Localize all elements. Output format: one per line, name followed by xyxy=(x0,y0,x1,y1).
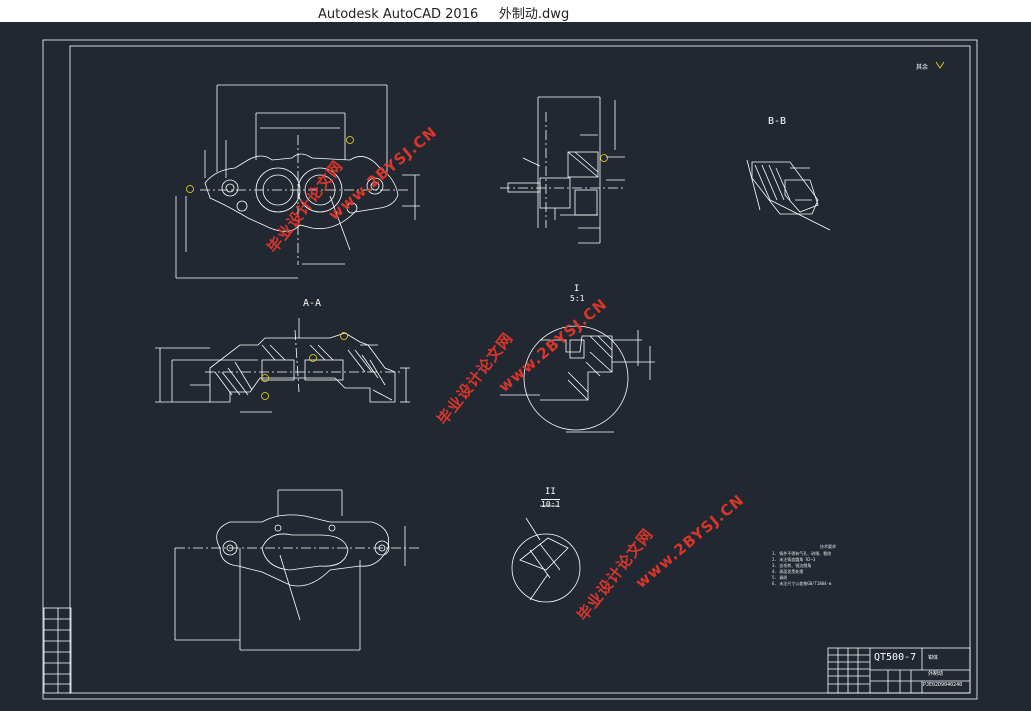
drawing-canvas[interactable]: A-A B-B I 5:1 II 10:1 其余 QT500-7 钳体 外制动 … xyxy=(0,22,1031,711)
title-block-part-name: 外制动 xyxy=(928,671,944,677)
title-block-material: QT500-7 xyxy=(874,652,917,663)
left-stamp-table xyxy=(43,607,72,694)
cad-drawing xyxy=(42,39,978,700)
detail-i-label: I xyxy=(574,284,580,294)
window-title: Autodesk AutoCAD 2016 外制动.dwg xyxy=(318,3,569,22)
yellow-markers xyxy=(186,61,945,400)
roughness-note: 其余 xyxy=(916,64,929,71)
title-block-company: 钳体 xyxy=(928,655,939,661)
tech-req-title: 技术要求 xyxy=(820,544,836,549)
tech-req-4: 4. 表面发黑处理 xyxy=(772,569,804,574)
app-title: Autodesk AutoCAD 2016 xyxy=(318,7,479,22)
title-block-drawing-no: PJE02D9040240 xyxy=(923,682,963,688)
section-aa-label: A-A xyxy=(303,298,322,309)
tech-req-2: 2. 未注铸造圆角 R2~3 xyxy=(772,557,816,562)
tech-req-6: 6. 未注尺寸公差按GB/T1804-m xyxy=(772,581,832,586)
main-view xyxy=(175,84,420,279)
detail-ii xyxy=(511,505,581,603)
section-bb-label: B-B xyxy=(768,116,787,127)
side-view xyxy=(500,96,625,244)
bottom-view xyxy=(174,489,420,651)
tech-req-5: 5. 调质 xyxy=(772,575,788,580)
tech-req-1: 1. 铸件不得有气孔、砂眼、裂纹 xyxy=(772,551,832,556)
section-bb xyxy=(746,159,831,231)
tech-req-3: 3. 去毛刺、锐边倒角 xyxy=(772,563,812,568)
file-name: 外制动.dwg xyxy=(498,7,570,22)
detail-i-scale: 5:1 xyxy=(570,294,585,303)
title-bar: Autodesk AutoCAD 2016 外制动.dwg xyxy=(0,0,1031,22)
detail-i xyxy=(500,325,655,433)
outer-frame xyxy=(42,39,978,700)
section-aa xyxy=(155,318,410,413)
detail-ii-label: II xyxy=(545,487,556,497)
inner-frame xyxy=(69,45,971,694)
title-block xyxy=(827,647,971,694)
detail-ii-scale: 10:1 xyxy=(541,499,561,509)
